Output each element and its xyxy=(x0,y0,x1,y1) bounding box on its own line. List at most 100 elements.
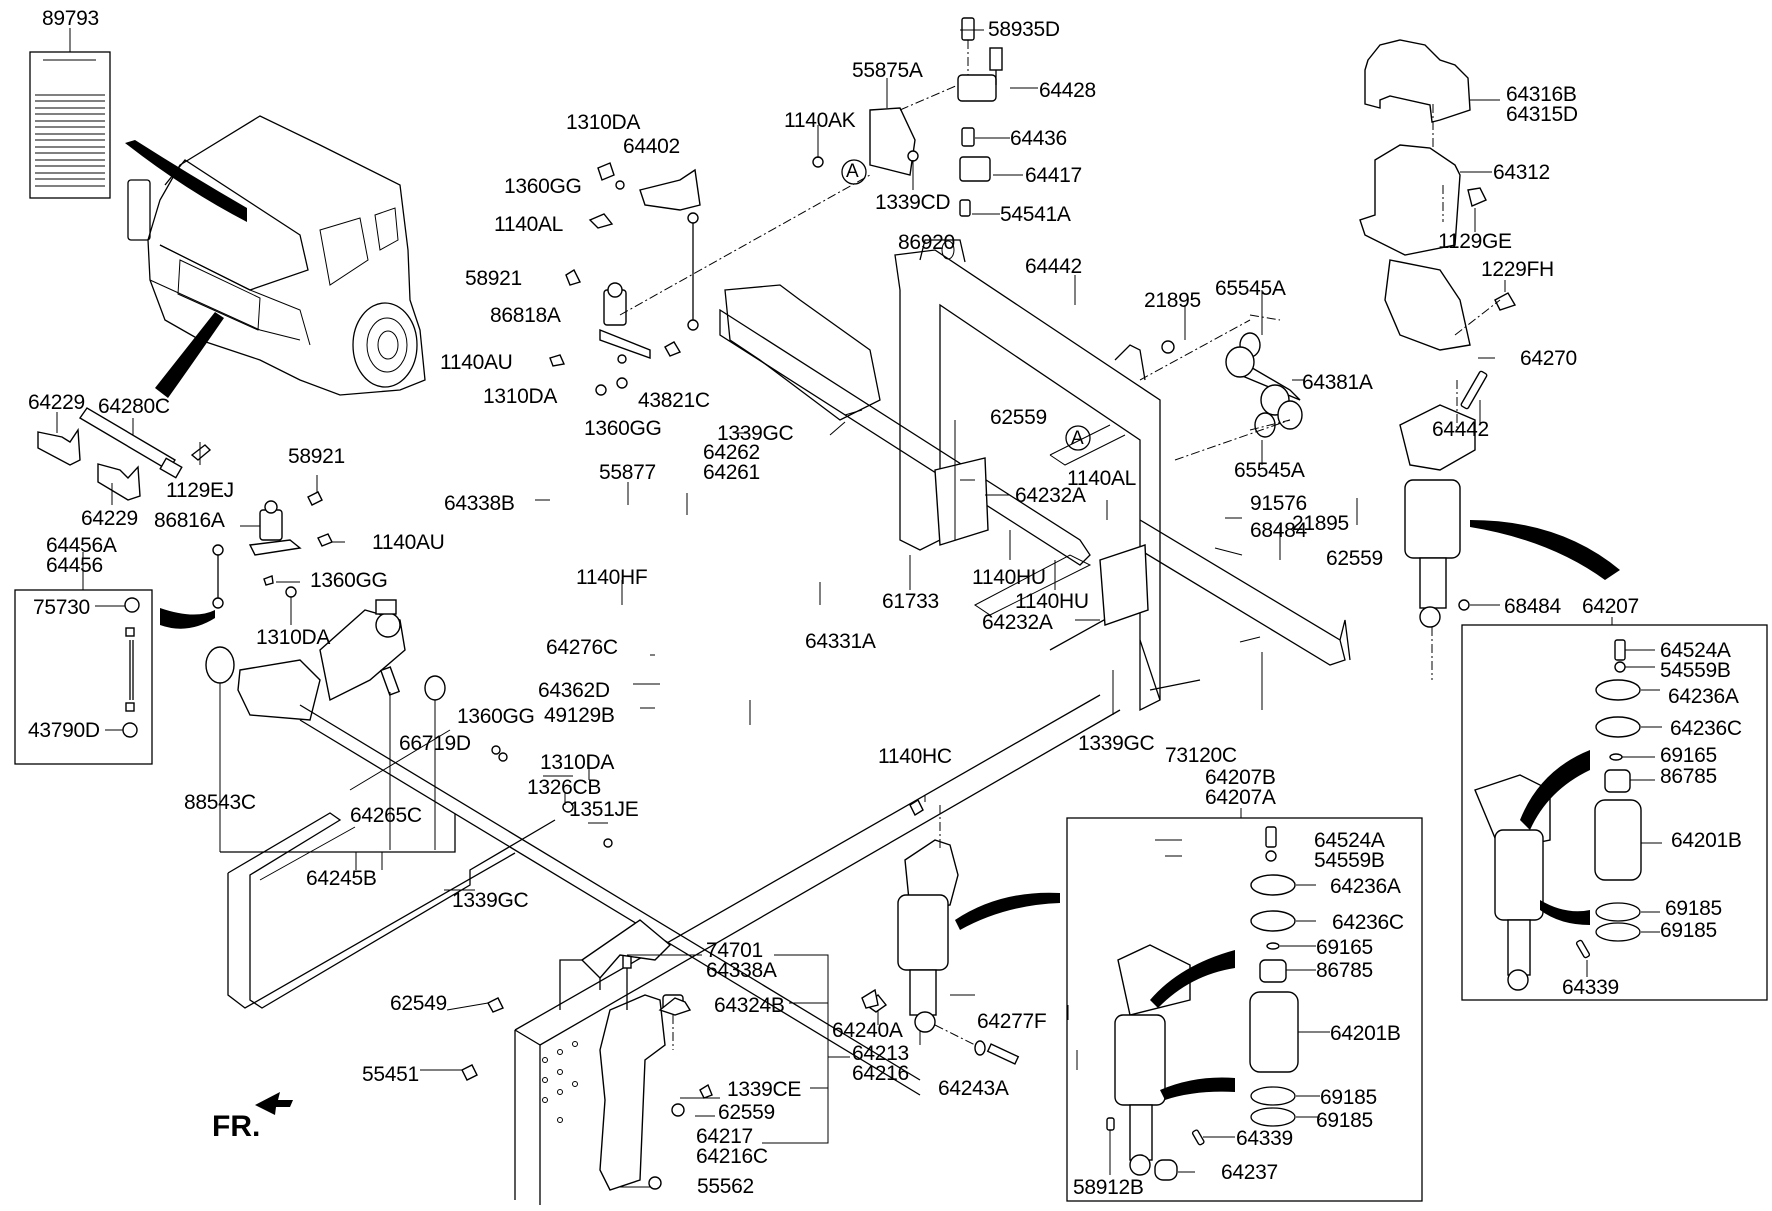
callout-88543c: 88543C xyxy=(184,791,256,814)
callout-89793: 89793 xyxy=(42,7,99,30)
callout-64362d: 64362D xyxy=(538,679,610,702)
detail-box-64207 xyxy=(1461,617,1768,1001)
front-direction-label: FR. xyxy=(212,1110,261,1143)
callout-55451: 55451 xyxy=(362,1063,419,1086)
callout-64229: 64229 xyxy=(81,507,138,530)
callout-1140ak: 1140AK xyxy=(784,109,856,132)
callout-64201b: 64201B xyxy=(1330,1022,1401,1045)
callout-64201b: 64201B xyxy=(1671,829,1742,852)
lateral-damper-assembly xyxy=(1139,259,1517,471)
callout-54541a: 54541A xyxy=(1000,203,1071,226)
callout-1140hc: 1140HC xyxy=(878,745,952,768)
callout-64261-line2: 64261 xyxy=(703,461,760,484)
callout-64524a: 64524A xyxy=(1660,639,1731,662)
callout-bracket-64245b xyxy=(219,800,357,870)
callout-69165: 69165 xyxy=(1660,744,1717,767)
callout-49129b: 49129B xyxy=(544,704,615,727)
callout-1360gg: 1360GG xyxy=(584,417,662,440)
callout-55562: 55562 xyxy=(697,1175,754,1198)
callout-75730: 75730 xyxy=(33,596,90,619)
callout-62559: 62559 xyxy=(990,406,1047,429)
callout-43821c: 43821C xyxy=(638,389,710,412)
callout-86920: 86920 xyxy=(898,231,955,254)
callout-62559: 62559 xyxy=(718,1101,775,1124)
callout-73120c: 73120C xyxy=(1165,744,1237,767)
callout-bracket-64213 xyxy=(627,954,850,1144)
callout-58921: 58921 xyxy=(288,445,345,468)
callout-1140hf: 1140HF xyxy=(576,566,648,589)
callout-1310da: 1310DA xyxy=(540,751,615,774)
callout-1140al: 1140AL xyxy=(1067,467,1137,490)
callout-64276c: 64276C xyxy=(546,636,618,659)
callout-21895: 21895 xyxy=(1144,289,1201,312)
callout-1140hu: 1140HU xyxy=(972,566,1046,589)
callout-64237: 64237 xyxy=(1221,1161,1278,1184)
callout-43790d: 43790D xyxy=(28,719,100,742)
callout-1140al: 1140AL xyxy=(494,213,564,236)
callout-64316b-line1: 64316B xyxy=(1506,83,1577,106)
callout-64232a: 64232A xyxy=(1015,484,1086,507)
height-valve-upper xyxy=(549,162,871,396)
cover-64316b xyxy=(1364,39,1471,185)
callout-1310da: 1310DA xyxy=(566,111,641,134)
callout-64436: 64436 xyxy=(1010,127,1067,150)
callout-64428: 64428 xyxy=(1039,79,1096,102)
callout-64236a: 64236A xyxy=(1330,875,1401,898)
callout-65545a: 65545A xyxy=(1215,277,1286,300)
callout-86816a: 86816A xyxy=(154,509,225,532)
callout-1129ej: 1129EJ xyxy=(166,479,234,502)
callout-1339gc: 1339GC xyxy=(452,889,529,912)
reference-marker-a-label: A xyxy=(1071,428,1084,449)
callout-64265c: 64265C xyxy=(350,804,422,827)
callout-74701-line1: 74701 xyxy=(706,939,763,962)
callout-64331a: 64331A xyxy=(805,630,876,653)
callout-1339gc: 1339GC xyxy=(1078,732,1155,755)
callout-1129ge: 1129GE xyxy=(1438,230,1512,253)
callout-1360gg: 1360GG xyxy=(457,705,535,728)
callout-64245b: 64245B xyxy=(306,867,377,890)
side-rail-channel xyxy=(227,729,556,1009)
detail-box-64207b xyxy=(1066,808,1423,1202)
callout-64456-line2: 64456 xyxy=(46,554,103,577)
callout-64207b-line1: 64207B xyxy=(1205,766,1276,789)
callout-69185: 69185 xyxy=(1660,919,1717,942)
callout-64240a: 64240A xyxy=(832,1019,903,1042)
callout-58921: 58921 xyxy=(465,267,522,290)
callout-66719d: 66719D xyxy=(399,732,471,755)
callout-64217-line1: 64217 xyxy=(696,1125,753,1148)
callout-64262-line1: 64262 xyxy=(703,441,760,464)
callout-69185: 69185 xyxy=(1665,897,1722,920)
callout-1140au: 1140AU xyxy=(372,531,445,554)
height-valve-lower xyxy=(212,475,345,625)
callout-64338a-line2: 64338A xyxy=(706,959,777,982)
callout-64524a: 64524A xyxy=(1314,829,1385,852)
air-spring-center xyxy=(864,798,1060,1065)
callout-1339ce: 1339CE xyxy=(727,1078,802,1101)
callout-1339cd: 1339CD xyxy=(875,191,951,214)
torsion-bar-assembly xyxy=(37,407,212,505)
callout-64236c: 64236C xyxy=(1332,911,1404,934)
reference-marker-a xyxy=(1049,424,1126,466)
air-spring-right xyxy=(1404,479,1620,680)
callout-64216c-line2: 64216C xyxy=(696,1145,768,1168)
callout-64229: 64229 xyxy=(28,391,85,414)
callout-64213-line1: 64213 xyxy=(852,1042,909,1065)
callout-65545a: 65545A xyxy=(1234,459,1305,482)
callout-54559b: 54559B xyxy=(1314,849,1385,872)
callout-64236a: 64236A xyxy=(1668,685,1739,708)
callout-64381a: 64381A xyxy=(1302,371,1373,394)
callout-1360gg: 1360GG xyxy=(310,569,388,592)
callout-64243a: 64243A xyxy=(938,1077,1009,1100)
callout-91576: 91576 xyxy=(1250,492,1307,515)
callout-64456a-line1: 64456A xyxy=(46,534,117,557)
rear-mount-bracket xyxy=(461,694,1121,1205)
callout-54559b: 54559B xyxy=(1660,659,1731,682)
